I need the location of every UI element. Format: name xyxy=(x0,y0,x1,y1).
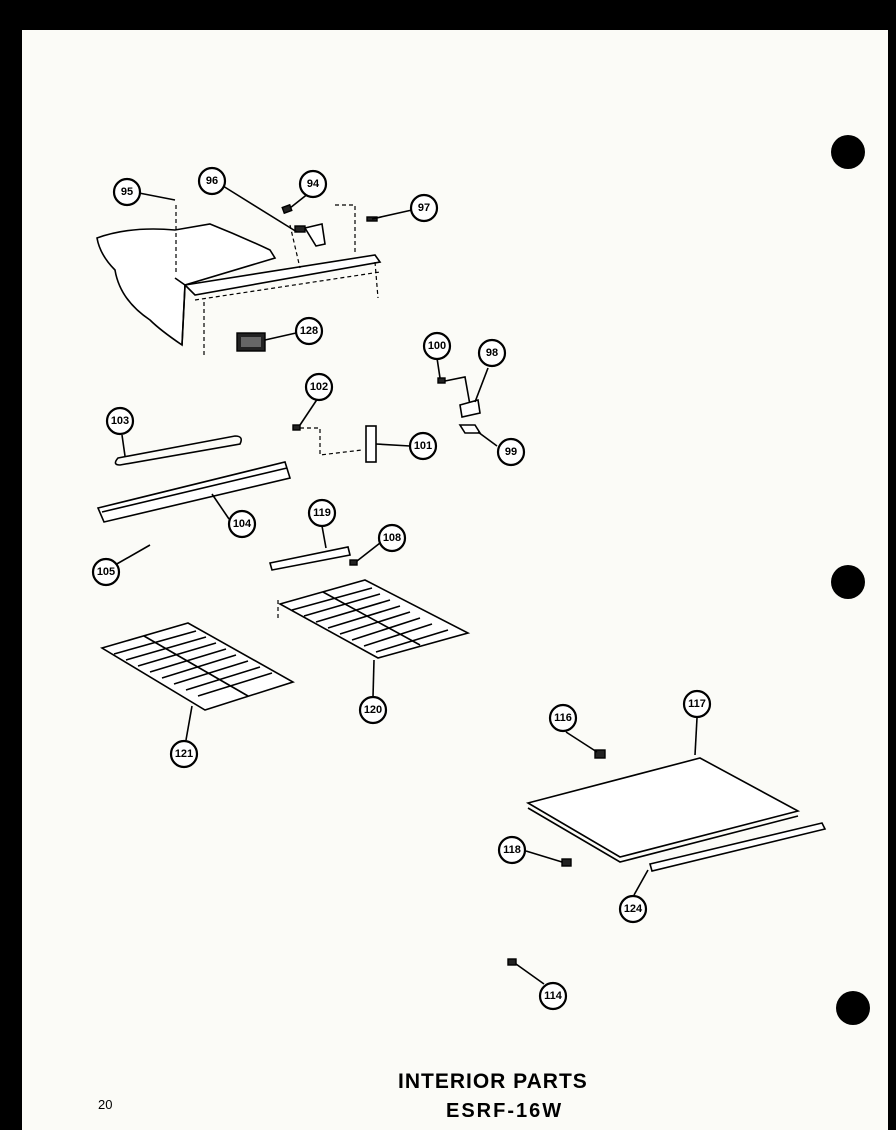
cabinet-liner-section xyxy=(96,204,382,355)
shelf-rail xyxy=(96,461,292,523)
callout-114: 114 xyxy=(538,981,568,1011)
callout-103: 103 xyxy=(105,406,135,436)
callout-97: 97 xyxy=(409,193,439,223)
svg-text:128: 128 xyxy=(300,325,318,337)
svg-text:97: 97 xyxy=(418,202,430,214)
callout-119: 119 xyxy=(307,498,337,528)
latch-cluster xyxy=(437,376,482,434)
svg-text:99: 99 xyxy=(505,446,517,458)
wire-shelf-121 xyxy=(100,622,295,711)
leader-lines xyxy=(107,185,698,985)
mounting-hardware xyxy=(292,424,377,463)
svg-text:118: 118 xyxy=(503,844,521,856)
binder-hole-bottom xyxy=(836,991,870,1025)
svg-text:96: 96 xyxy=(206,175,218,187)
callout-94: 94 xyxy=(298,169,328,199)
diagram-title: INTERIOR PARTS xyxy=(398,1070,588,1093)
glass-shelf-117 xyxy=(507,749,827,966)
callout-98: 98 xyxy=(477,338,507,368)
svg-text:100: 100 xyxy=(428,340,446,352)
wire-shelf-120 xyxy=(277,579,471,659)
svg-text:121: 121 xyxy=(175,748,193,760)
binder-hole-top xyxy=(831,135,865,169)
svg-text:119: 119 xyxy=(313,507,331,519)
model-number: ESRF-16W xyxy=(446,1100,564,1122)
callout-121: 121 xyxy=(169,739,199,769)
svg-text:102: 102 xyxy=(310,381,328,393)
svg-text:114: 114 xyxy=(544,990,563,1002)
svg-text:101: 101 xyxy=(414,440,432,452)
callout-124: 124 xyxy=(618,894,648,924)
upper-shelf-rail xyxy=(268,546,358,571)
callout-108: 108 xyxy=(377,523,407,553)
svg-text:104: 104 xyxy=(233,518,252,530)
page-number: 20 xyxy=(98,1097,113,1112)
callout-120: 120 xyxy=(358,695,388,725)
callout-117: 117 xyxy=(682,689,712,719)
svg-text:94: 94 xyxy=(307,178,320,190)
callout-100: 100 xyxy=(422,331,452,361)
svg-text:103: 103 xyxy=(111,415,129,427)
svg-text:105: 105 xyxy=(97,566,115,578)
callout-105: 105 xyxy=(91,557,121,587)
svg-text:98: 98 xyxy=(486,347,498,359)
svg-text:95: 95 xyxy=(121,186,133,198)
hinge-bracket xyxy=(281,203,378,247)
callout-95: 95 xyxy=(112,177,142,207)
vent-grille xyxy=(236,332,266,352)
svg-text:117: 117 xyxy=(688,698,706,710)
svg-text:120: 120 xyxy=(364,704,382,716)
callout-96: 96 xyxy=(197,166,227,196)
svg-text:116: 116 xyxy=(554,712,572,724)
binder-hole-middle xyxy=(831,565,865,599)
svg-text:124: 124 xyxy=(624,903,643,915)
callout-101: 101 xyxy=(408,431,438,461)
diagram-sheet xyxy=(22,30,888,1130)
callout-99: 99 xyxy=(496,437,526,467)
svg-text:108: 108 xyxy=(383,532,401,544)
callout-128: 128 xyxy=(294,316,324,346)
callout-118: 118 xyxy=(497,835,527,865)
callout-116: 116 xyxy=(548,703,578,733)
callout-102: 102 xyxy=(304,372,334,402)
callout-104: 104 xyxy=(227,509,257,539)
gasket-rod xyxy=(114,435,242,466)
